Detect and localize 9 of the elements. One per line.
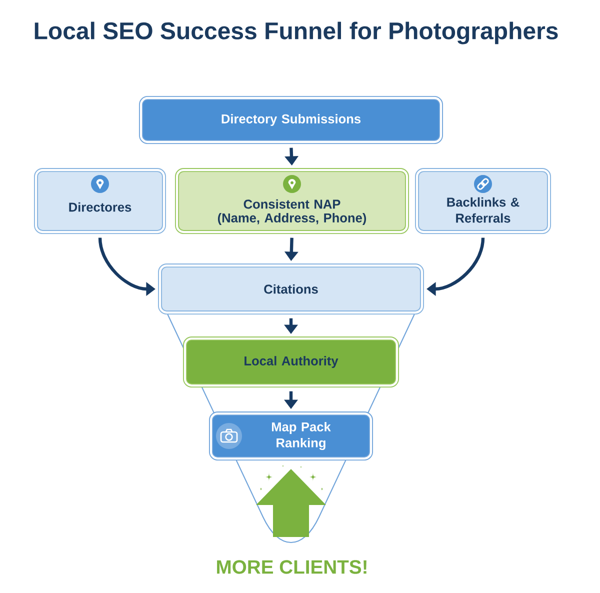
process-box: Local Authority: [183, 336, 399, 388]
title: Local SEO Success Funnel for Photographers: [34, 22, 558, 44]
process-box: Directory Submissions: [139, 96, 443, 144]
process-box: Citations: [158, 264, 424, 314]
slogan: MORE CLIENTS!: [217, 560, 366, 574]
process-box: Backlinks & Referrals: [415, 168, 551, 234]
process-box: Directores: [34, 168, 166, 234]
process-box: Consistent NAP (Name, Address, Phone): [175, 168, 409, 234]
process-box: Map Pack Ranking: [209, 412, 373, 460]
